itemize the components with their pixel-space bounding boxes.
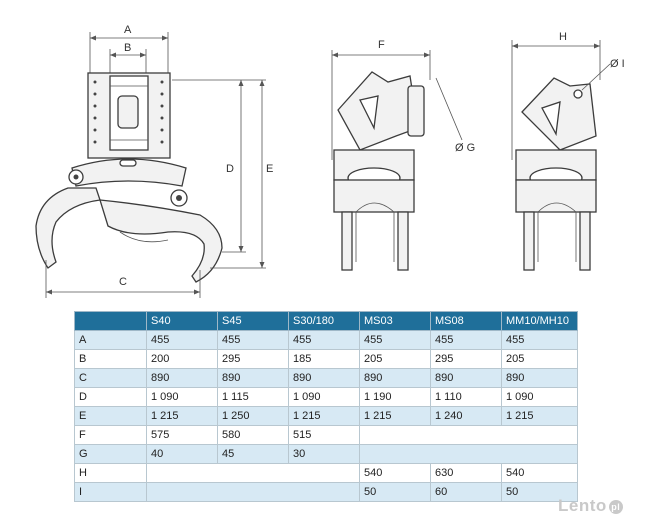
dim-label-i: Ø I <box>610 58 625 70</box>
table-cell: 1 115 <box>217 387 289 407</box>
header-cell: S45 <box>217 311 289 331</box>
table-cell-empty <box>359 444 578 464</box>
table-cell: 455 <box>430 330 502 350</box>
table-cell: 50 <box>359 482 431 502</box>
table-cell: 1 090 <box>146 387 218 407</box>
table-cell: 40 <box>146 444 218 464</box>
right-view: H Ø I <box>511 31 625 271</box>
table-cell: 890 <box>288 368 360 388</box>
table-row: I 50 60 50 <box>74 482 578 502</box>
header-cell <box>74 311 147 331</box>
table-cell: 1 110 <box>430 387 502 407</box>
header-cell: S30/180 <box>288 311 360 331</box>
table-cell: 45 <box>217 444 289 464</box>
table-cell: 540 <box>359 463 431 483</box>
table-cell: 890 <box>359 368 431 388</box>
spec-table: S40 S45 S30/180 MS03 MS08 MM10/MH10 A 45… <box>74 311 578 502</box>
table-cell-empty <box>146 463 360 483</box>
table-cell-empty <box>359 425 578 445</box>
dim-label-d: D <box>226 163 234 175</box>
table-row: A 455 455 455 455 455 455 <box>74 330 578 350</box>
table-cell: 295 <box>430 349 502 369</box>
table-row: F 575 580 515 <box>74 425 578 445</box>
table-cell: 455 <box>501 330 578 350</box>
table-row: B 200 295 185 205 295 205 <box>74 349 578 369</box>
dim-label-a: A <box>124 24 132 36</box>
table-cell: 205 <box>359 349 431 369</box>
table-row: E 1 215 1 250 1 215 1 215 1 240 1 215 <box>74 406 578 426</box>
table-row: H 540 630 540 <box>74 463 578 483</box>
row-label: G <box>74 444 147 464</box>
dim-label-e: E <box>266 163 273 175</box>
table-cell: 455 <box>288 330 360 350</box>
table-cell: 295 <box>217 349 289 369</box>
table-cell: 1 190 <box>359 387 431 407</box>
dim-label-c: C <box>119 276 127 288</box>
table-cell: 890 <box>146 368 218 388</box>
dim-label-f: F <box>378 39 385 51</box>
table-cell: 515 <box>288 425 360 445</box>
table-cell: 455 <box>217 330 289 350</box>
table-cell: 1 250 <box>217 406 289 426</box>
table-cell: 1 215 <box>359 406 431 426</box>
header-cell: S40 <box>146 311 218 331</box>
table-cell-empty <box>146 482 360 502</box>
table-cell: 50 <box>501 482 578 502</box>
table-cell: 1 215 <box>146 406 218 426</box>
dim-label-g: Ø G <box>455 142 475 154</box>
table-cell: 580 <box>217 425 289 445</box>
row-label: A <box>74 330 147 350</box>
technical-drawing: A B C <box>35 24 625 298</box>
row-label: D <box>74 387 147 407</box>
header-cell: MM10/MH10 <box>501 311 578 331</box>
side-view: F Ø G <box>331 39 475 271</box>
table-cell: 185 <box>288 349 360 369</box>
row-label: E <box>74 406 147 426</box>
table-cell: 455 <box>359 330 431 350</box>
dim-label-h: H <box>559 31 567 43</box>
table-cell: 60 <box>430 482 502 502</box>
dim-label-b: B <box>124 42 131 54</box>
table-row: G 40 45 30 <box>74 444 578 464</box>
table-cell: 455 <box>146 330 218 350</box>
row-label: H <box>74 463 147 483</box>
table-cell: 630 <box>430 463 502 483</box>
table-cell: 1 215 <box>288 406 360 426</box>
row-label: B <box>74 349 147 369</box>
row-label: F <box>74 425 147 445</box>
watermark-text: Lento <box>558 496 607 515</box>
table-cell: 200 <box>146 349 218 369</box>
table-cell: 30 <box>288 444 360 464</box>
table-cell: 890 <box>217 368 289 388</box>
header-cell: MS03 <box>359 311 431 331</box>
table-cell: 1 090 <box>501 387 578 407</box>
table-cell: 1 090 <box>288 387 360 407</box>
table-row: C 890 890 890 890 890 890 <box>74 368 578 388</box>
header-cell: MS08 <box>430 311 502 331</box>
front-view: A B C <box>35 24 273 298</box>
table-cell: 1 240 <box>430 406 502 426</box>
table-row: D 1 090 1 115 1 090 1 190 1 110 1 090 <box>74 387 578 407</box>
table-cell: 575 <box>146 425 218 445</box>
row-label: C <box>74 368 147 388</box>
row-label: I <box>74 482 147 502</box>
table-cell: 890 <box>501 368 578 388</box>
table-cell: 890 <box>430 368 502 388</box>
watermark-badge: pl <box>608 499 623 514</box>
table-cell: 205 <box>501 349 578 369</box>
table-cell: 1 215 <box>501 406 578 426</box>
table-cell: 540 <box>501 463 578 483</box>
header-row: S40 S45 S30/180 MS03 MS08 MM10/MH10 <box>74 311 578 331</box>
